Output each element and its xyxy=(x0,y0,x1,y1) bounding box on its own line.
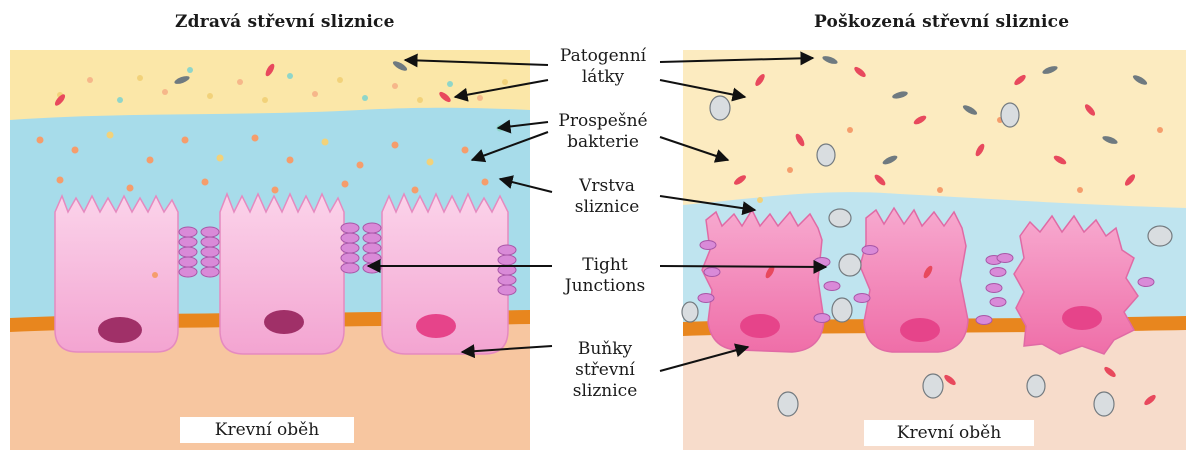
healthy-nucleus-1 xyxy=(98,317,142,343)
healthy-nucleus-3 xyxy=(416,314,456,338)
label-intestinal-cells-line-3: sliznice xyxy=(535,381,675,402)
label-beneficial-bacteria-line-2: bakterie xyxy=(533,132,673,153)
label-tight-junctions: Tight Junctions xyxy=(535,255,675,297)
label-pathogens: Patogenní látky xyxy=(533,46,673,88)
healthy-panel xyxy=(10,50,530,450)
healthy-panel-title: Zdravá střevní sliznice xyxy=(175,12,395,32)
label-mucus-layer-line-1: Vrstva xyxy=(537,176,677,197)
label-tight-junctions-line-1: Tight xyxy=(535,255,675,276)
damaged-panel xyxy=(682,50,1186,450)
damaged-blood-label: Krevní oběh xyxy=(864,420,1034,446)
healthy-blood-label: Krevní oběh xyxy=(180,417,354,443)
label-beneficial-bacteria: Prospešné bakterie xyxy=(533,111,673,153)
label-intestinal-cells: Buňky střevní sliznice xyxy=(535,339,675,402)
damaged-nucleus-3 xyxy=(1062,306,1102,330)
label-mucus-layer: Vrstva sliznice xyxy=(537,176,677,218)
label-mucus-layer-line-2: sliznice xyxy=(537,197,677,218)
label-beneficial-bacteria-line-1: Prospešné xyxy=(533,111,673,132)
damaged-panel-title: Poškozená střevní sliznice xyxy=(814,12,1069,32)
label-intestinal-cells-line-1: Buňky xyxy=(535,339,675,360)
label-pathogens-line-2: látky xyxy=(533,67,673,88)
damaged-nucleus-1 xyxy=(740,314,780,338)
healthy-nucleus-2 xyxy=(264,310,304,334)
label-intestinal-cells-line-2: střevní xyxy=(535,360,675,381)
label-pathogens-line-1: Patogenní xyxy=(533,46,673,67)
label-tight-junctions-line-2: Junctions xyxy=(535,276,675,297)
damaged-nucleus-2 xyxy=(900,318,940,342)
